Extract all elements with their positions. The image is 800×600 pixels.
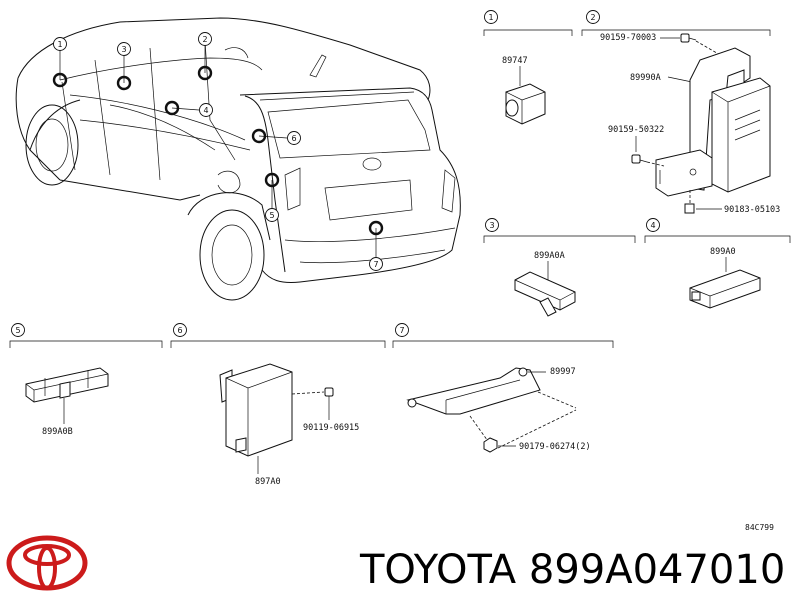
bolt-icon-3[interactable] xyxy=(324,387,334,404)
part-label-90183-05103[interactable]: 90183-05103 xyxy=(724,205,780,215)
section-3: 3 899A0A xyxy=(483,218,636,317)
part-89990A-module[interactable] xyxy=(655,47,771,197)
section-3-number: 3 xyxy=(489,221,494,230)
part-89747-camera[interactable] xyxy=(505,83,546,125)
section-7-number: 7 xyxy=(399,326,404,335)
callout-7-ring[interactable] xyxy=(368,220,384,236)
callout-4-ring[interactable] xyxy=(164,100,180,116)
bolt-icon[interactable] xyxy=(680,33,697,43)
bolt-icon-2[interactable] xyxy=(631,154,648,164)
part-label-897A0[interactable]: 897A0 xyxy=(255,477,281,487)
section-1: 1 89747 xyxy=(483,10,573,125)
part-897A0-ecu[interactable] xyxy=(219,363,293,457)
callout-3-ring[interactable] xyxy=(116,75,132,91)
part-899A0B-antenna[interactable] xyxy=(25,367,109,403)
section-4: 4 899A0 xyxy=(644,218,791,309)
footer-part-number: TOYOTA 899A047010 xyxy=(360,547,786,593)
part-label-89747[interactable]: 89747 xyxy=(502,56,528,66)
section-6: 6 90119-06915 897A0 xyxy=(170,323,386,487)
callout-1: 1 xyxy=(57,40,62,49)
part-label-899A0[interactable]: 899A0 xyxy=(710,247,736,257)
part-label-899A0A[interactable]: 899A0A xyxy=(534,251,565,261)
callout-3: 3 xyxy=(121,45,126,54)
car-callouts: 1 3 2 4 6 5 7 xyxy=(52,32,384,271)
section-5: 5 899A0B xyxy=(9,323,163,437)
part-899A0A-antenna[interactable] xyxy=(514,271,576,317)
section-5-number: 5 xyxy=(15,326,20,335)
part-label-89997[interactable]: 89997 xyxy=(550,367,576,377)
callout-1-ring[interactable] xyxy=(52,72,68,88)
section-2: 2 90159-70003 89990A 90159-50322 xyxy=(581,10,780,215)
callout-6: 6 xyxy=(291,134,296,143)
callout-2: 2 xyxy=(202,35,207,44)
diagram-code: 84C799 xyxy=(745,523,774,532)
part-label-90179-06274[interactable]: 90179-06274(2) xyxy=(519,442,591,452)
callout-5: 5 xyxy=(269,211,274,220)
part-label-90119-06915[interactable]: 90119-06915 xyxy=(303,423,359,433)
callout-7: 7 xyxy=(373,260,378,269)
part-89997-sensor-bracket[interactable] xyxy=(406,367,541,415)
part-label-89990A[interactable]: 89990A xyxy=(630,73,661,83)
callout-5-ring[interactable] xyxy=(264,172,280,188)
part-899A0-antenna[interactable] xyxy=(689,269,761,309)
part-label-90159-70003[interactable]: 90159-70003 xyxy=(600,33,656,43)
section-1-number: 1 xyxy=(488,13,493,22)
section-2-number: 2 xyxy=(590,13,595,22)
section-7: 7 89997 90179-06274(2) xyxy=(392,323,614,453)
toyota-logo-icon xyxy=(6,535,88,591)
section-4-number: 4 xyxy=(650,221,655,230)
section-6-number: 6 xyxy=(177,326,182,335)
callout-2-ring[interactable] xyxy=(197,65,213,81)
car-illustration xyxy=(15,17,461,301)
callout-6-ring[interactable] xyxy=(251,128,267,144)
callout-4: 4 xyxy=(203,106,208,115)
part-label-899A0B[interactable]: 899A0B xyxy=(42,427,73,437)
clip-icon[interactable] xyxy=(684,203,695,214)
nut-icon[interactable] xyxy=(483,437,498,453)
part-label-90159-50322[interactable]: 90159-50322 xyxy=(608,125,664,135)
